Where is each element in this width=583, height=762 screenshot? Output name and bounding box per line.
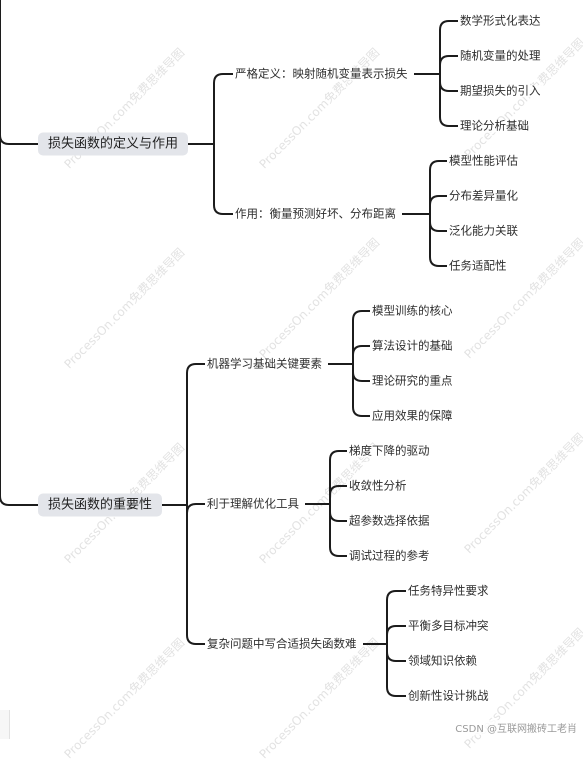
leaf-node[interactable]: 创新性设计挑战 — [406, 688, 491, 703]
connector — [429, 195, 447, 206]
connector — [352, 310, 370, 321]
leaf-node[interactable]: 调试过程的参考 — [347, 548, 432, 563]
connector — [329, 546, 347, 557]
leaf-node[interactable]: 分布差异量化 — [447, 188, 520, 203]
connector — [439, 116, 458, 127]
leaf-node[interactable]: 任务适配性 — [447, 258, 509, 273]
leaf-node[interactable]: 数学形式化表达 — [458, 13, 543, 28]
leaf-node[interactable]: 随机变量的处理 — [458, 48, 543, 63]
connector — [439, 20, 458, 31]
topic-node[interactable]: 损失函数的重要性 — [38, 493, 163, 517]
connector — [329, 511, 347, 522]
leaf-node[interactable]: 理论分析基础 — [458, 118, 531, 133]
connector — [186, 503, 205, 514]
connector — [439, 81, 458, 92]
subtopic-node[interactable]: 机器学习基础关键要素 — [205, 356, 324, 371]
connector — [429, 160, 447, 171]
leaf-node[interactable]: 收敛性分析 — [347, 478, 409, 493]
leaf-node[interactable]: 任务特异性要求 — [406, 583, 491, 598]
connector — [329, 450, 347, 461]
connector — [386, 686, 406, 697]
connector — [213, 73, 233, 84]
subtopic-node[interactable]: 作用：衡量预测好坏、分布距离 — [233, 206, 398, 221]
leaf-node[interactable]: 模型性能评估 — [447, 153, 520, 168]
connector — [352, 371, 370, 382]
leaf-node[interactable]: 期望损失的引入 — [458, 83, 543, 98]
connector — [352, 345, 370, 356]
leaf-node[interactable]: 超参数选择依据 — [347, 513, 432, 528]
connector — [0, 134, 38, 145]
leaf-node[interactable]: 算法设计的基础 — [370, 338, 455, 353]
connector — [386, 625, 406, 636]
subtopic-node[interactable]: 严格定义：映射随机变量表示损失 — [233, 66, 410, 81]
leaf-node[interactable]: 领域知识依赖 — [406, 653, 479, 668]
connector — [186, 634, 205, 645]
window-edge — [0, 710, 10, 739]
leaf-node[interactable]: 平衡多目标冲突 — [406, 618, 491, 633]
connector — [352, 406, 370, 417]
leaf-node[interactable]: 理论研究的重点 — [370, 373, 455, 388]
topic-node[interactable]: 损失函数的定义与作用 — [38, 132, 189, 156]
footer-credit: CSDN @互联网搬砖工老肖 — [455, 720, 577, 735]
connector — [439, 55, 458, 66]
subtopic-node[interactable]: 利于理解优化工具 — [205, 496, 301, 511]
connector — [0, 495, 38, 506]
connector — [329, 485, 347, 496]
connector — [429, 256, 447, 267]
leaf-node[interactable]: 泛化能力关联 — [447, 223, 520, 238]
subtopic-node[interactable]: 复杂问题中写合适损失函数难 — [205, 636, 359, 651]
leaf-node[interactable]: 模型训练的核心 — [370, 303, 455, 318]
connector — [186, 363, 205, 374]
leaf-node[interactable]: 梯度下降的驱动 — [347, 443, 432, 458]
connector — [213, 204, 233, 215]
connector — [429, 221, 447, 232]
connector-lines — [0, 0, 458, 697]
connector — [386, 651, 406, 662]
leaf-node[interactable]: 应用效果的保障 — [370, 408, 455, 423]
connector — [386, 590, 406, 601]
